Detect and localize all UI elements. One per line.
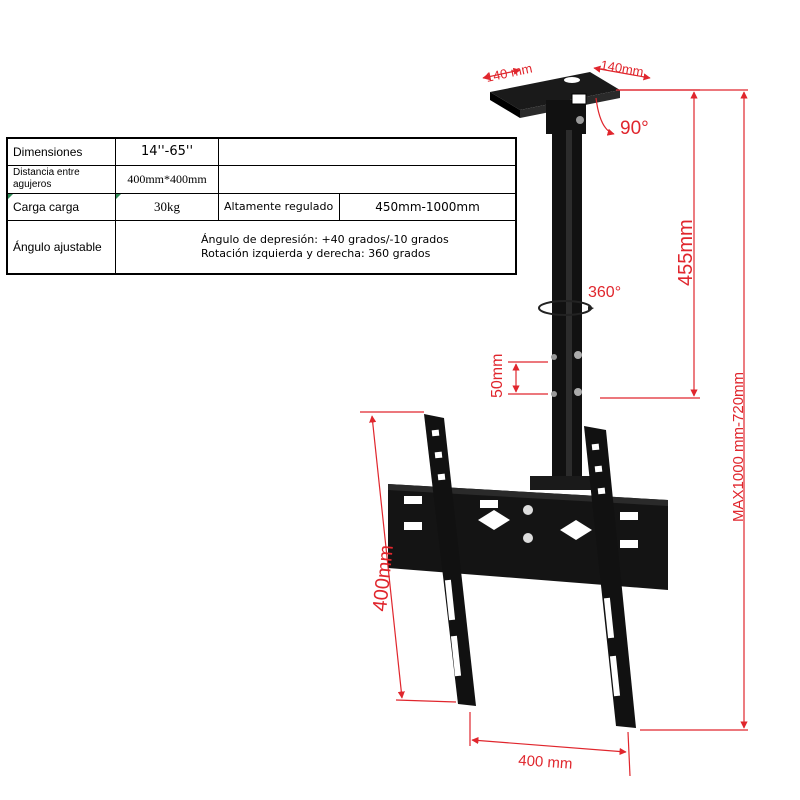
mounting-plate — [388, 484, 668, 590]
left-vertical-arm — [424, 414, 476, 706]
hole-spacing-label: 50mm — [489, 354, 506, 398]
spec-value-dimensions: 14''-65'' — [115, 137, 219, 166]
total-height-label: MAX1000 mm-720mm — [730, 372, 747, 522]
right-vertical-arm — [584, 426, 636, 728]
ceiling-bracket — [490, 72, 620, 134]
spec-label-load: Carga carga — [6, 192, 116, 221]
spec-table: Dimensiones 14''-65'' Distancia entre ag… — [6, 137, 517, 275]
plate-width-label: 400 mm — [518, 752, 573, 773]
spec-empty-cell — [218, 137, 517, 166]
pole — [530, 130, 598, 490]
bracket-left-label: 140 mm — [485, 60, 534, 84]
spec-value-angle: Ángulo de depresión: +40 grados/-10 grad… — [115, 219, 517, 275]
spec-label-angle: Ángulo ajustable — [6, 219, 116, 275]
spec-value-angle-tilt: Ángulo de depresión: +40 grados/-10 grad… — [201, 232, 449, 246]
dimension-lines — [360, 65, 748, 777]
bracket-right-label: 140mm — [599, 57, 644, 79]
spec-value-height: 450mm-1000mm — [339, 192, 517, 221]
spec-row-dimensions: Dimensiones 14''-65'' — [6, 137, 517, 166]
spec-value-hole-distance: 400mm*400mm — [115, 164, 219, 194]
spec-row-hole-distance: Distancia entre agujeros 400mm*400mm — [6, 164, 517, 194]
spec-label-hole-distance: Distancia entre agujeros — [6, 164, 116, 194]
tilt-angle-label: 90° — [620, 118, 649, 139]
swivel-angle-label: 360° — [588, 284, 621, 301]
spec-row-angle: Ángulo ajustable Ángulo de depresión: +4… — [6, 219, 517, 275]
pole-length-label: 455mm — [675, 219, 697, 286]
spec-value-load: 30kg — [115, 192, 219, 221]
spec-value-angle-rotation: Rotación izquierda y derecha: 360 grados — [201, 246, 431, 260]
plate-height-label: 400mm — [369, 544, 398, 613]
swivel-arrow-icon — [538, 300, 594, 316]
spec-row-load: Carga carga 30kg Altamente regulado 450m… — [6, 192, 517, 221]
spec-label-height: Altamente regulado — [218, 192, 340, 221]
